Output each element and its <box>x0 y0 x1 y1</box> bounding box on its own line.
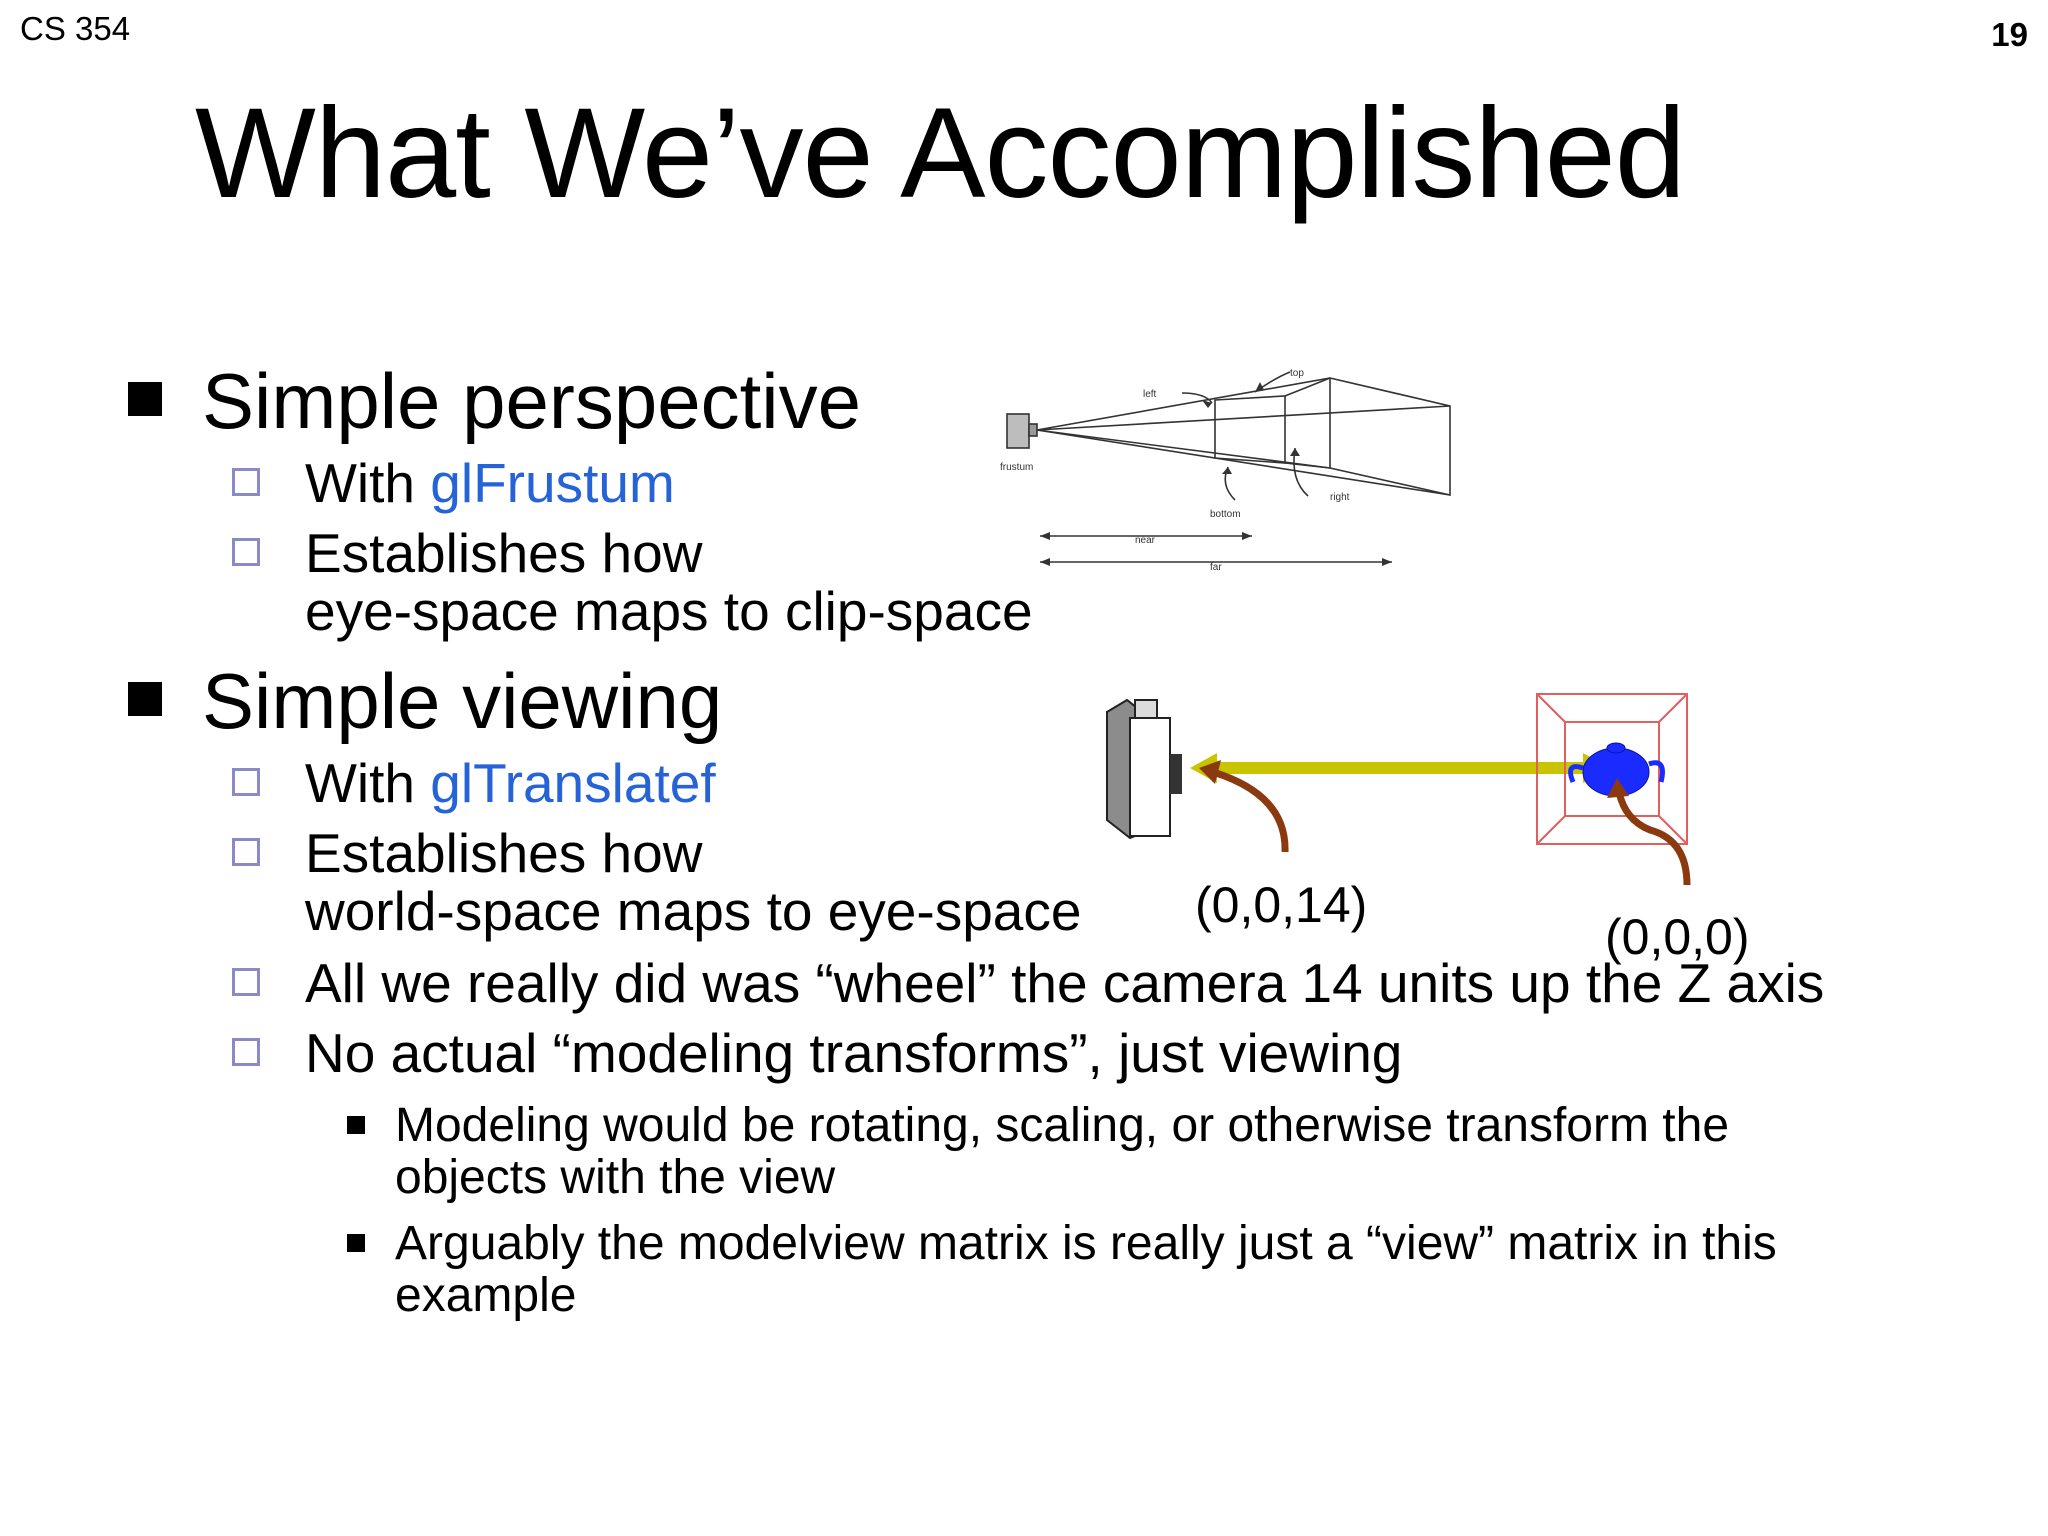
with-prefix: With <box>305 752 431 814</box>
text-line: world-space maps to eye-space <box>305 880 1082 943</box>
sub-bullet-with-glfrustum: With glFrustum <box>305 454 675 512</box>
text-line: example <box>395 1268 577 1322</box>
sub-bullet-no-modeling: No actual “modeling transforms”, just vi… <box>305 1022 1403 1084</box>
gltranslatef-code: glTranslatef <box>430 752 716 814</box>
with-prefix: With <box>305 452 431 514</box>
sub-bullet-with-gltranslatef: With glTranslatef <box>305 754 716 812</box>
sub-bullet-box <box>232 538 260 566</box>
sub-bullet-establishes-clip: Establishes how eye-space maps to clip-s… <box>305 524 1033 641</box>
sub-bullet-box <box>232 1038 260 1066</box>
object-box <box>1536 693 1688 845</box>
subsub-bullet-arguably: Arguably the modelview matrix is really … <box>395 1218 1777 1322</box>
label-right: right <box>1330 492 1350 503</box>
camera-icon <box>1106 698 1182 840</box>
label-left: left <box>1143 389 1157 400</box>
sub-bullet-box <box>232 968 260 996</box>
subsub-bullet-square <box>347 1234 365 1252</box>
bullet-simple-viewing: Simple viewing <box>202 657 723 745</box>
object-coordinate: (0,0,0) <box>1605 909 1750 965</box>
text-line: objects with the view <box>395 1150 836 1204</box>
bullet-simple-perspective: Simple perspective <box>202 357 861 445</box>
sub-bullet-box <box>232 768 260 796</box>
label-top: top <box>1290 368 1304 379</box>
text-line: Arguably the modelview matrix is really … <box>395 1217 1777 1270</box>
label-bottom: bottom <box>1210 509 1241 520</box>
subsub-bullet-modeling: Modeling would be rotating, scaling, or … <box>395 1100 1729 1204</box>
object-pointer <box>1615 791 1691 886</box>
bullet-square <box>128 682 162 716</box>
label-near: near <box>1135 535 1156 546</box>
bullet-square <box>128 382 162 416</box>
course-label: CS 354 <box>20 10 131 47</box>
sub-bullet-box <box>232 838 260 866</box>
frustum-diagram: left top frustum right bottom near far <box>1000 368 1451 573</box>
sub-bullet-establishes-eye: Establishes how world-space maps to eye-… <box>305 824 1081 941</box>
camera-coordinate: (0,0,14) <box>1195 877 1368 933</box>
text-line: Establishes how <box>305 522 703 584</box>
camera-pointer <box>1211 768 1289 853</box>
page-number: 19 <box>1991 16 2028 53</box>
sub-bullet-box <box>232 468 260 496</box>
viewing-diagram <box>1106 693 1691 886</box>
text-line: Modeling would be rotating, scaling, or … <box>395 1099 1730 1152</box>
glfrustum-code: glFrustum <box>430 452 675 514</box>
slide-title: What We’ve Accomplished <box>195 82 1686 225</box>
label-frustum: frustum <box>1000 462 1033 473</box>
sub-bullet-wheel-camera: All we really did was “wheel” the camera… <box>305 952 1825 1014</box>
text-line: Establishes how <box>305 822 703 884</box>
teapot-icon <box>1568 742 1665 797</box>
frustum-camera-icon <box>1006 413 1030 449</box>
label-far: far <box>1210 562 1222 573</box>
text-line: eye-space maps to clip-space <box>305 580 1033 643</box>
subsub-bullet-square <box>347 1116 365 1134</box>
